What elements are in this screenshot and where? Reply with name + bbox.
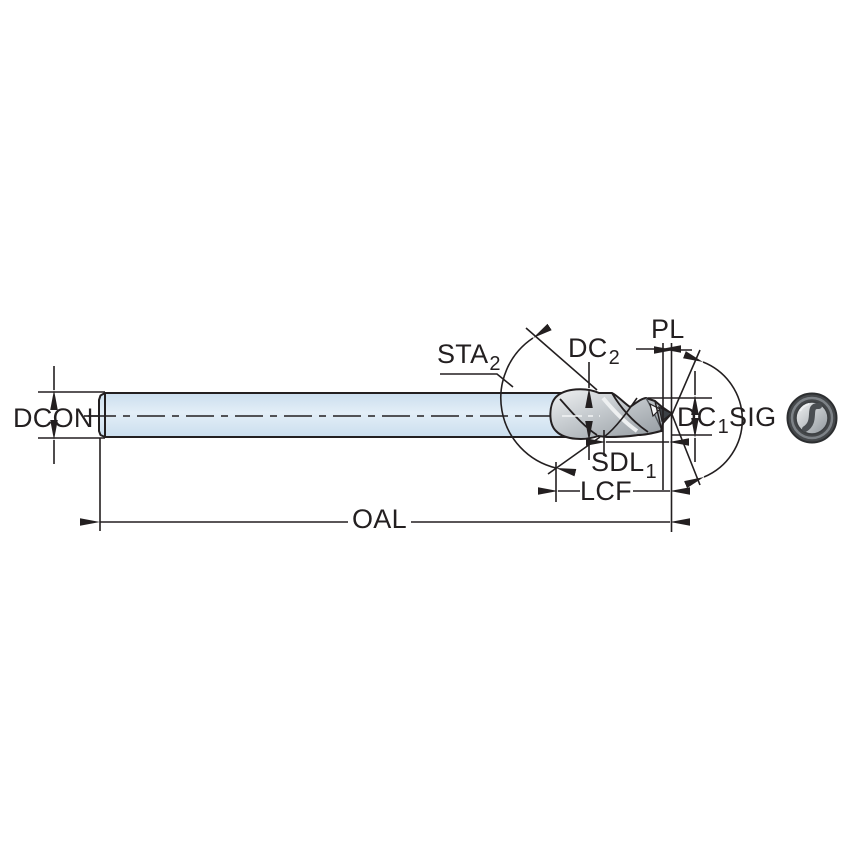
tip-extension-lines [662,343,673,532]
dcon-dimension [38,366,105,464]
dimension-label-dc1: DC1 [677,402,730,438]
tool-shank [98,392,567,438]
dimension-label-sdl1: SDL1 [591,447,657,483]
sdl1-dimension [586,430,689,456]
dimension-label-sta2: STA2 [437,339,501,375]
dimension-label-lcf: LCF [580,476,632,506]
dimension-label-dc2: DC2 [568,333,621,369]
dimension-label-pl: PL [651,314,685,344]
dimension-label-sig: SIG [729,402,777,432]
dimension-label-oal: OAL [352,504,407,534]
pl-dimension [636,345,692,354]
cutter-head [549,388,673,440]
lcf-dimension [538,462,690,502]
oal-dimension [80,438,690,531]
tool-end-view-icon [786,392,838,444]
dimension-label-dcon: DCON [13,403,94,433]
sig-angle [671,349,744,489]
